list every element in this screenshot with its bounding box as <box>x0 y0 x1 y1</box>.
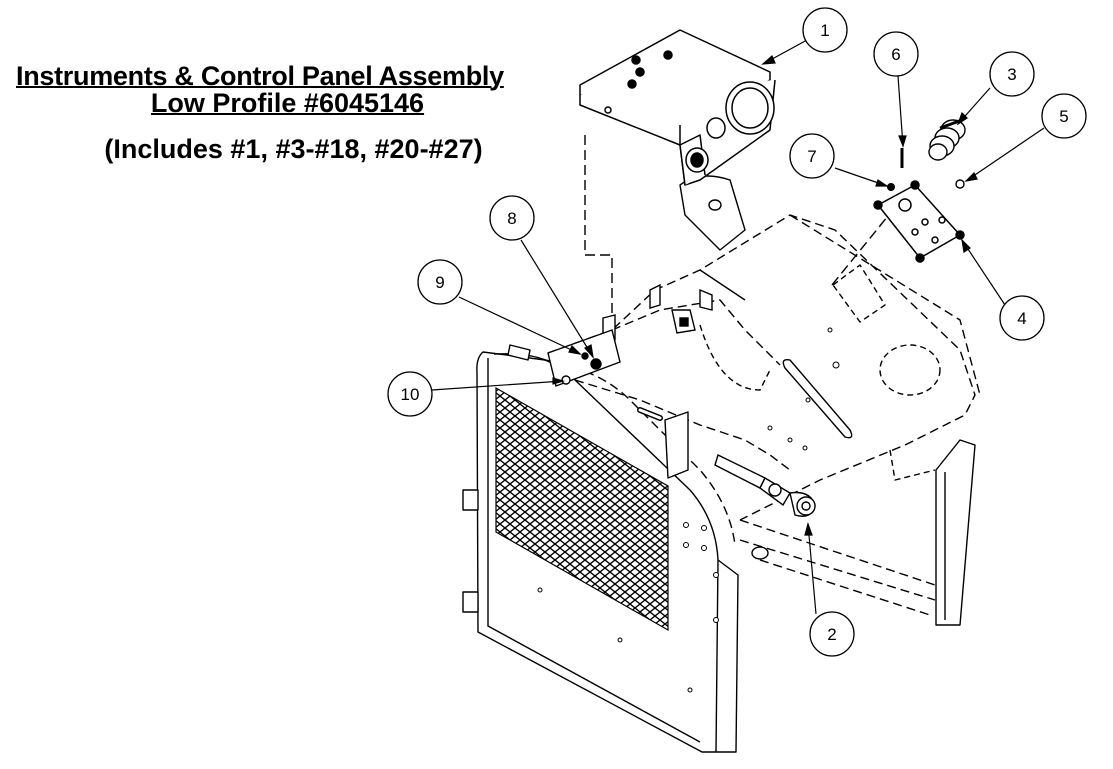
svg-text:9: 9 <box>435 273 444 292</box>
gauge-mount-plate <box>873 180 965 263</box>
callout-4: 4 <box>999 295 1045 341</box>
svg-text:6: 6 <box>891 45 900 64</box>
nut-5 <box>955 179 965 189</box>
callout-5: 5 <box>1041 93 1087 139</box>
svg-text:1: 1 <box>820 21 829 40</box>
callout-10: 10 <box>387 371 433 417</box>
washer-7 <box>887 183 895 191</box>
callout-9: 9 <box>417 259 463 305</box>
diagram-part-number: Low Profile #6045146 <box>150 88 425 118</box>
control-box-housing <box>579 29 776 186</box>
switch-connector <box>547 283 713 387</box>
callout-8: 8 <box>489 195 535 241</box>
svg-text:4: 4 <box>1017 309 1026 328</box>
callout-6: 6 <box>873 31 919 77</box>
svg-text:3: 3 <box>1007 65 1016 84</box>
callout-3: 3 <box>989 51 1035 97</box>
ignition-cable-assembly <box>714 454 816 517</box>
leader-lines <box>431 39 1045 615</box>
hour-meter-gauge <box>928 118 966 161</box>
mounting-holes <box>537 327 840 693</box>
callout-2: 2 <box>809 611 855 657</box>
grille-mesh <box>495 386 669 632</box>
diagram-includes-note: (Includes #1, #3-#18, #20-#27) <box>104 134 483 164</box>
svg-text:2: 2 <box>827 625 836 644</box>
diagram-title: Instruments & Control Panel Assembly <box>16 61 504 91</box>
svg-text:7: 7 <box>807 147 816 166</box>
callout-7: 7 <box>789 133 835 179</box>
svg-text:5: 5 <box>1059 107 1068 126</box>
callout-bubbles: 1 2 3 4 5 6 7 8 9 10 <box>387 7 1087 657</box>
callout-1: 1 <box>802 7 848 53</box>
svg-text:8: 8 <box>507 209 516 228</box>
svg-text:10: 10 <box>401 385 420 404</box>
